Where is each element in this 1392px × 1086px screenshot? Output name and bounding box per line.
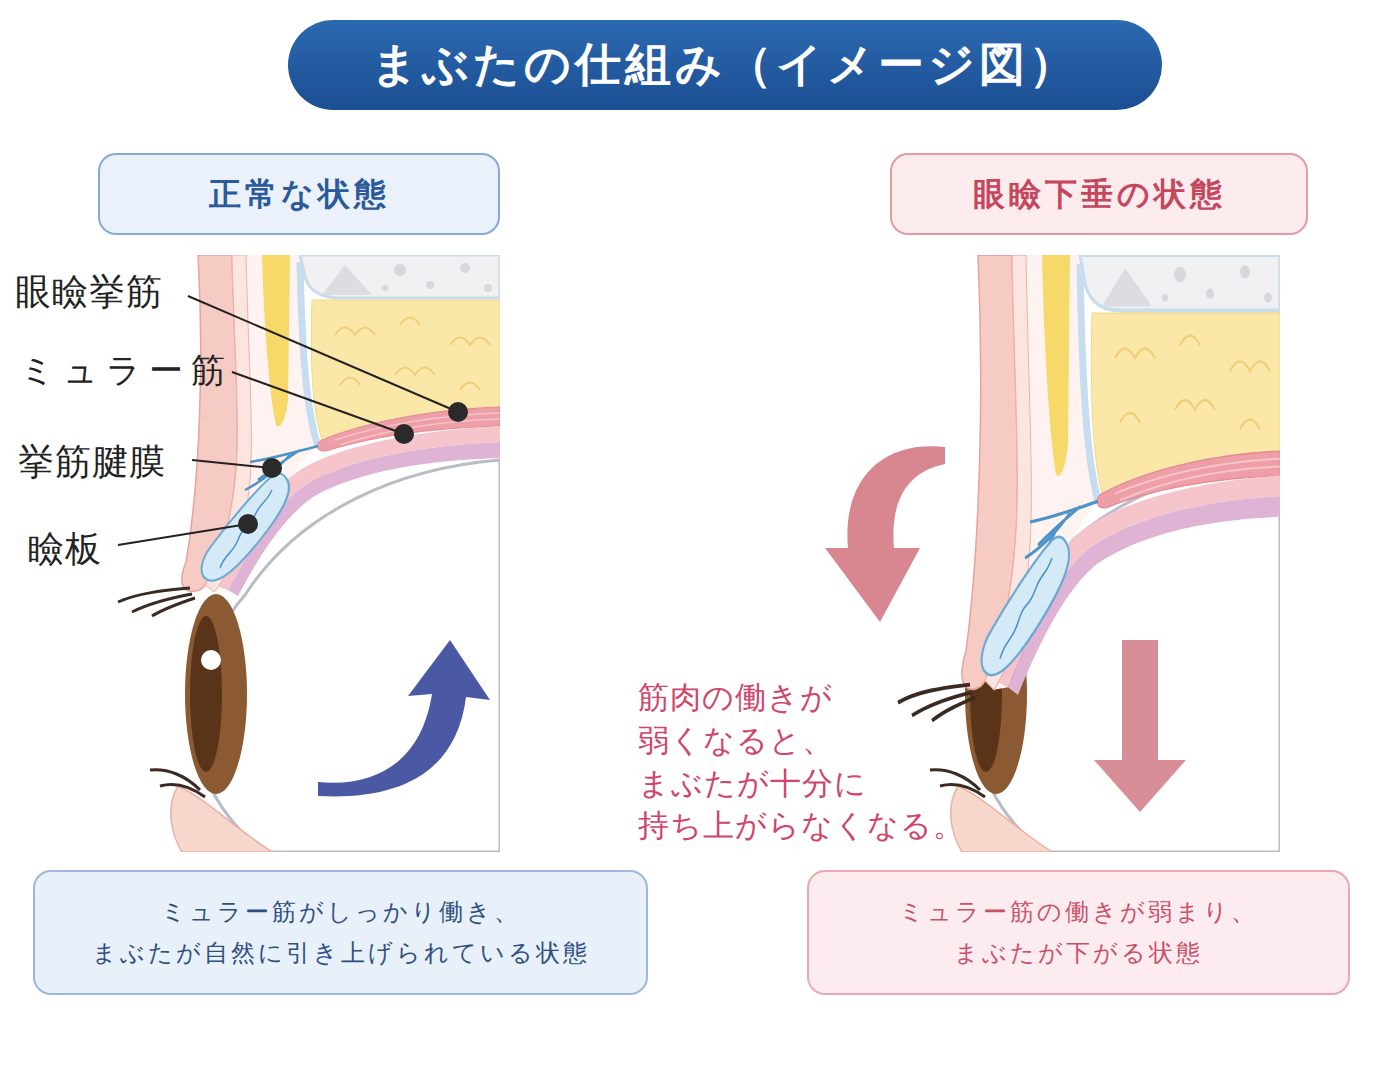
state-heading: 眼瞼下垂の状態 [890, 153, 1308, 235]
eyelid-group [118, 255, 500, 616]
box-text: 眼瞼下垂の状態 [973, 167, 1226, 221]
state-heading: 正常な状態 [98, 153, 500, 235]
box-text: 正常な状態 [209, 167, 390, 221]
pointer-dot [238, 514, 258, 534]
box-text: ミュラー筋の働きが弱まり、 まぶたが下がる状態 [829, 892, 1328, 974]
lift-arrow [318, 640, 490, 796]
leader-line [232, 372, 404, 434]
leader-line [118, 524, 248, 545]
part-label: ミュラー筋 [20, 350, 260, 391]
ptosis-eye [898, 255, 1280, 852]
part-label: 瞼板 [28, 527, 148, 570]
box-text: ミュラー筋がしっかり働き、 まぶたが自然に引き上げられている状態 [55, 892, 626, 974]
pointer-dot [394, 424, 414, 444]
part-label: 挙筋腱膜 [18, 440, 218, 483]
description-box: ミュラー筋の働きが弱まり、 まぶたが下がる状態 [807, 870, 1350, 995]
droop-arrow [825, 446, 945, 622]
title-banner: まぶたの仕組み（イメージ図） [288, 20, 1162, 110]
pointer-dot [448, 402, 468, 422]
eyelid-group [898, 255, 1280, 721]
pointer-dot [262, 458, 282, 478]
description-box: ミュラー筋がしっかり働き、 まぶたが自然に引き上げられている状態 [33, 870, 648, 995]
title: まぶたの仕組み（イメージ図） [371, 34, 1079, 96]
down-arrow [1094, 640, 1186, 812]
drooping-lid [898, 255, 1280, 721]
part-label: 眼瞼挙筋 [15, 270, 215, 313]
ptosis-eye-clip [898, 255, 1280, 852]
leader-line [192, 460, 272, 468]
explanation-note: 筋肉の働きが 弱くなると、 まぶたが十分に 持ち上がらなくなる。 [638, 676, 983, 847]
normal-eye [118, 255, 500, 852]
